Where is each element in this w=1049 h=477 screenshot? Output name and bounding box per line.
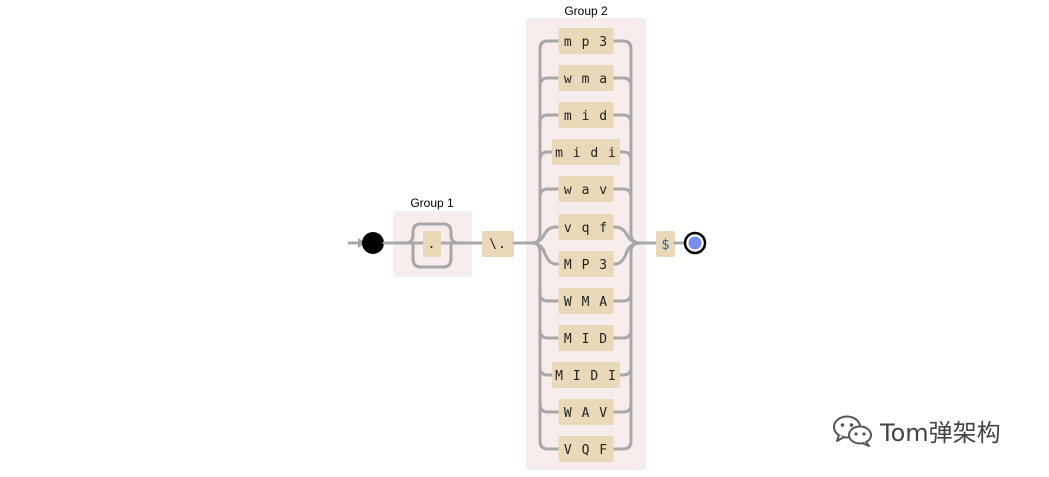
alternative-literal: v q f	[564, 221, 608, 236]
alternative-box	[558, 436, 614, 462]
group1-loop	[403, 222, 484, 269]
alternative-literal: m i d	[564, 109, 608, 124]
group1-dot-literal: .	[428, 237, 437, 252]
escaped-dot-box	[482, 231, 514, 257]
alternative-box	[558, 288, 614, 314]
end-node	[683, 231, 707, 255]
alternative-box	[558, 65, 614, 91]
alternative-literal: w a v	[564, 183, 608, 198]
alternative-literal: M I D	[564, 332, 608, 347]
escaped-dot-literal: \.	[489, 237, 507, 252]
alternative-box	[558, 251, 614, 277]
group2-alternatives: m p 3 w m a m i d m i d i w a v v q f M P 3 W M…	[552, 28, 620, 462]
group1-label: Group 1	[410, 196, 454, 210]
watermark-text: Tom弹架构	[880, 419, 1001, 447]
alternative-literal: m p 3	[564, 35, 608, 50]
alternative-literal: V Q F	[564, 443, 608, 458]
alternative-literal: W A V	[564, 406, 608, 421]
alternative-box	[552, 362, 620, 388]
wechat-icon	[833, 415, 872, 447]
alternative-box	[558, 399, 614, 425]
alternative-box	[558, 176, 614, 202]
watermark: Tom弹架构	[832, 413, 1001, 448]
end-anchor-literal: $	[661, 237, 669, 253]
alternative-box	[558, 28, 614, 54]
group2-box	[526, 18, 646, 470]
alternative-literal: W M A	[564, 295, 608, 310]
end-anchor-box	[656, 231, 675, 257]
alternative-box	[558, 325, 614, 351]
alternative-box	[552, 139, 620, 165]
start-node	[362, 232, 384, 254]
alternative-literal: m i d i	[555, 146, 617, 161]
group1-dot-box	[423, 231, 441, 257]
alternative-literal: M I D I	[555, 369, 617, 384]
alternative-box	[558, 102, 614, 128]
alternative-box	[558, 214, 614, 240]
group2-label: Group 2	[564, 4, 608, 18]
alternative-literal: M P 3	[564, 258, 608, 273]
alternative-literal: w m a	[564, 72, 608, 87]
